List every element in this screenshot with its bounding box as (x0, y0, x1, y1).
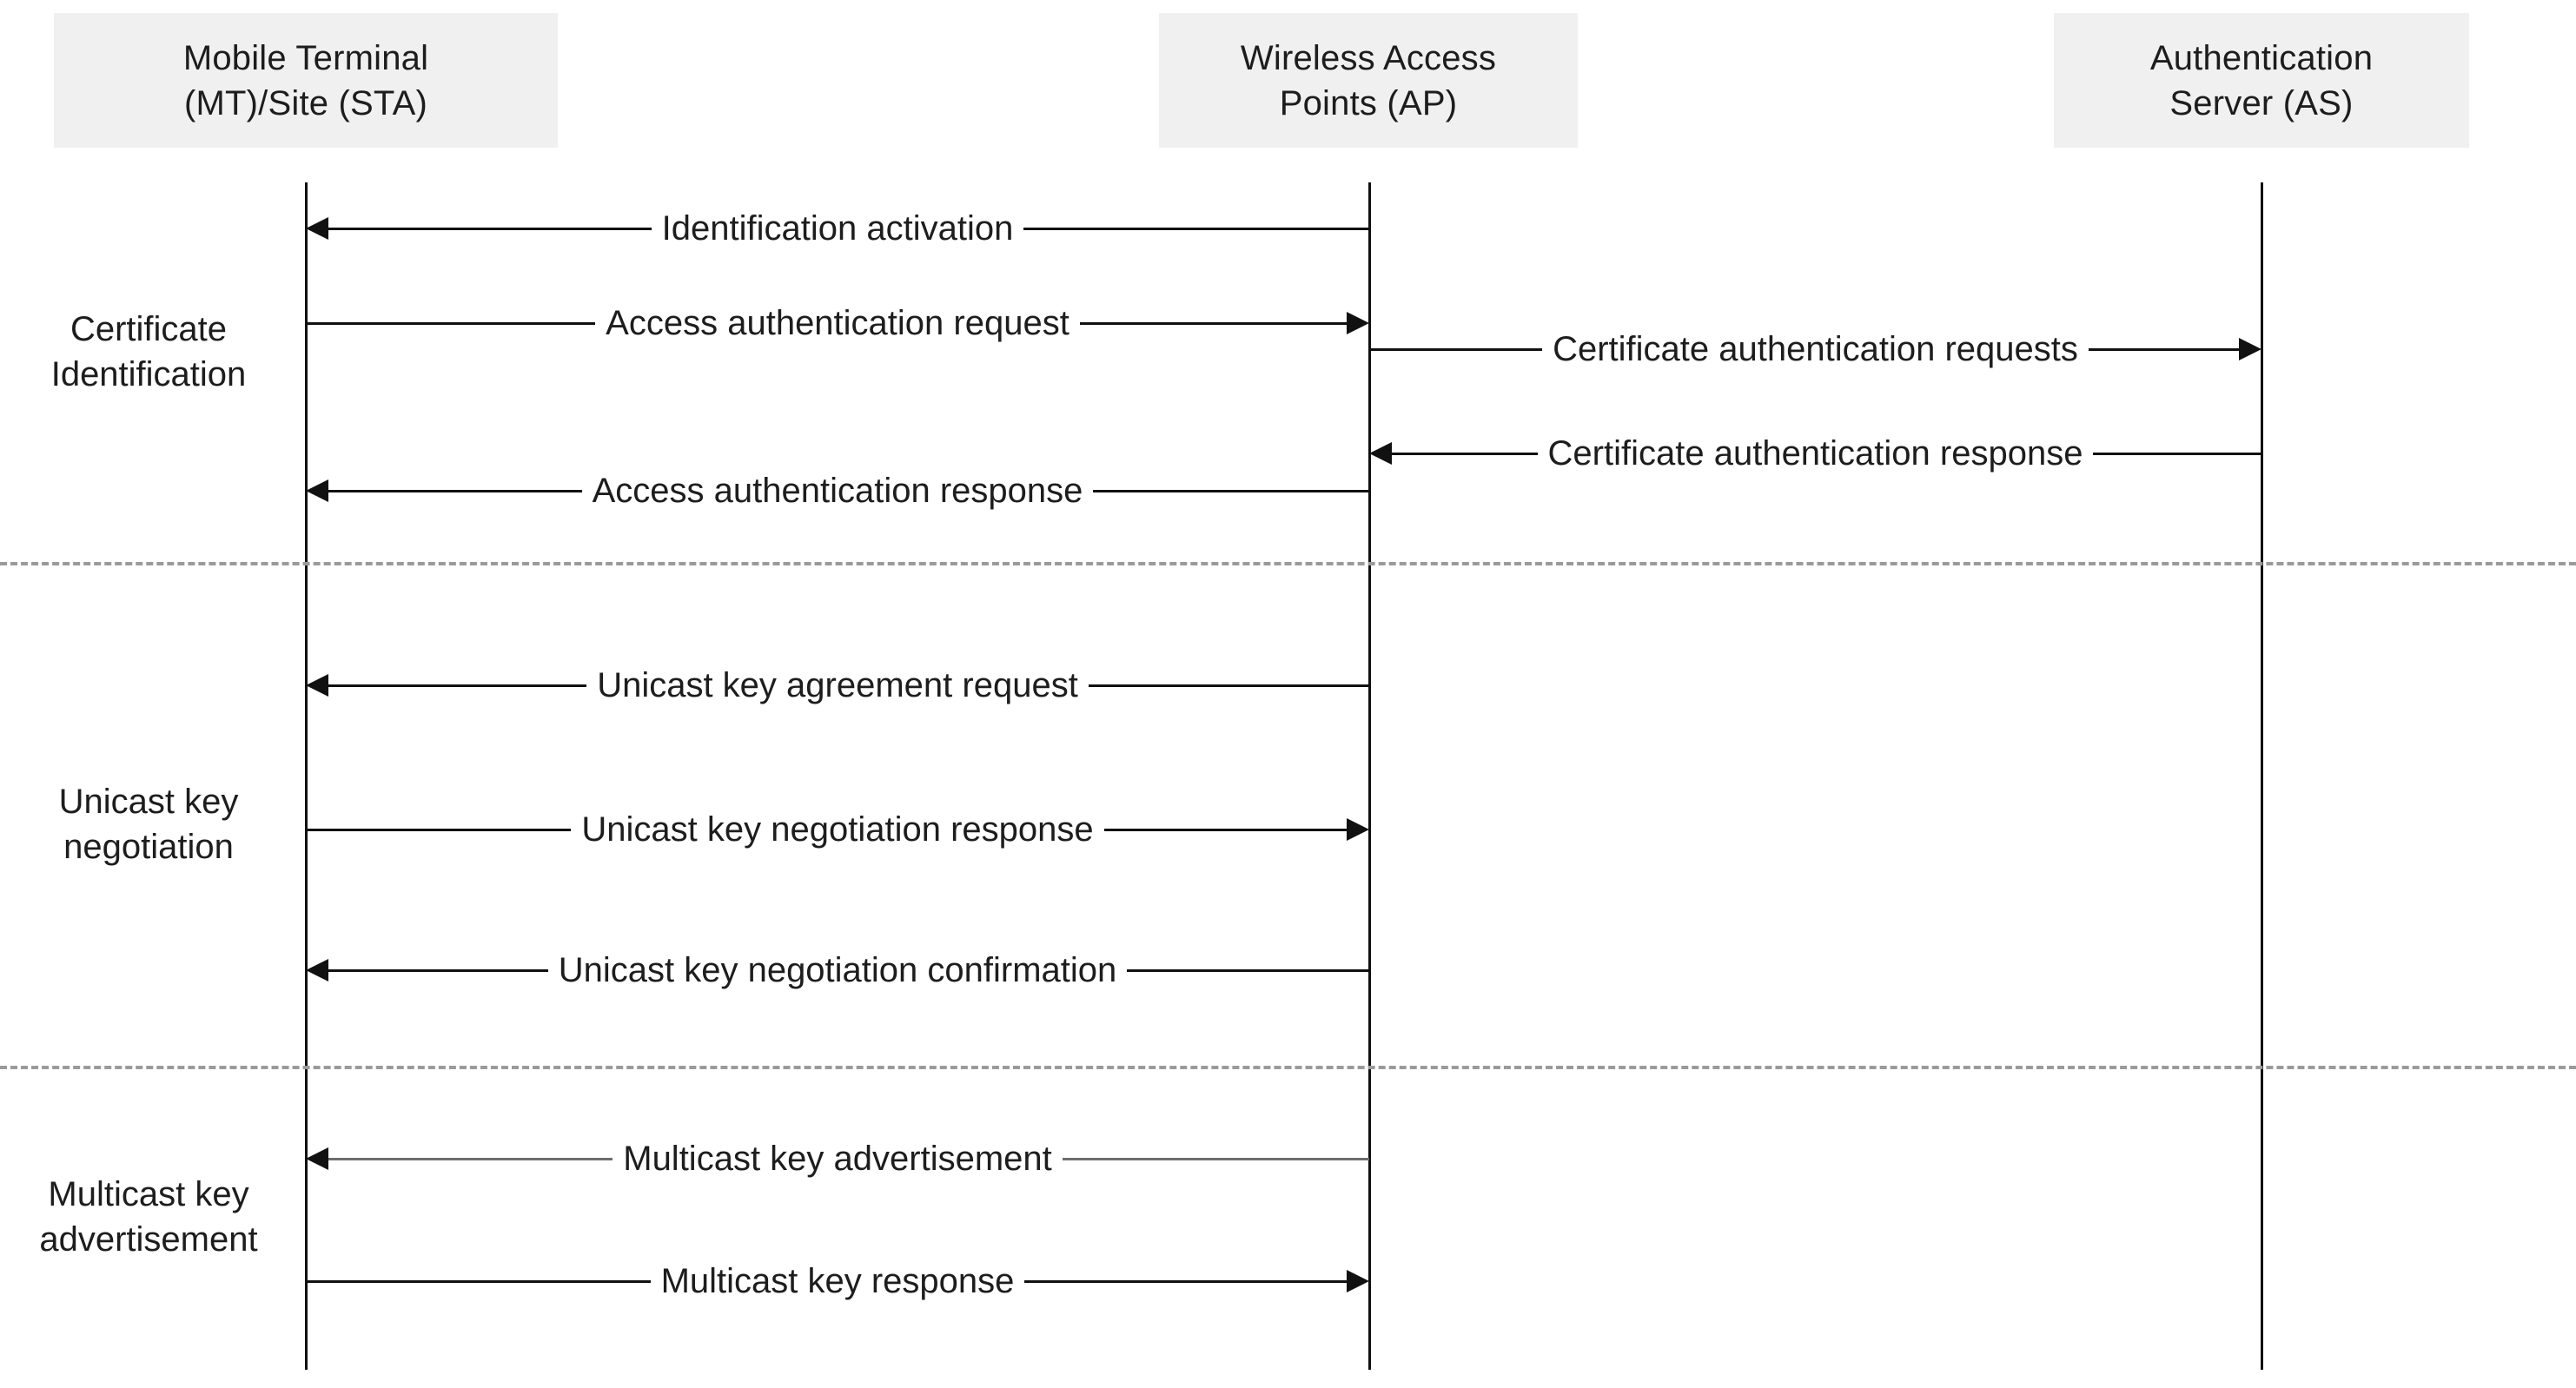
lifeline-authentication-server (2261, 182, 2263, 1370)
message-label: Access authentication request (595, 306, 1080, 340)
arrowhead-right (1347, 1270, 1369, 1292)
lifeline-mobile-terminal (305, 182, 308, 1370)
actor-header-mobile-terminal: Mobile Terminal (MT)/Site (STA) (54, 13, 558, 148)
message-line (1369, 348, 1543, 351)
message-line (1093, 490, 1369, 492)
phase-label-line2: advertisement (39, 1220, 258, 1259)
actor-header-wireless-access-points: Wireless Access Points (AP) (1159, 13, 1578, 148)
message-line (1103, 829, 1348, 831)
message-line (1088, 684, 1369, 687)
message-line (1390, 453, 1538, 455)
message-label: Identification activation (651, 211, 1024, 246)
message-line (1127, 969, 1369, 972)
arrowhead-right (2239, 338, 2261, 360)
arrowhead-right (1347, 818, 1369, 841)
message-line (306, 1280, 651, 1283)
actor-label-line2: Server (AS) (2169, 83, 2354, 122)
arrowhead-left (1369, 442, 1392, 465)
actor-label-line2: (MT)/Site (STA) (183, 83, 427, 122)
arrowhead-left (306, 479, 328, 502)
arrowhead-right (1347, 312, 1369, 334)
message-line (327, 490, 582, 492)
message-line (1023, 228, 1369, 230)
actor-label-line1: Authentication (2149, 38, 2374, 77)
phase-label-unicast-key-negotiation: Unicast key negotiation (0, 779, 297, 869)
phase-label-line2: negotiation (63, 828, 234, 866)
message-label: Unicast key negotiation confirmation (547, 953, 1128, 988)
message-label: Certificate authentication requests (1542, 332, 2089, 367)
phase-label-multicast-key-advertisement: Multicast key advertisement (0, 1172, 297, 1262)
message-line (2088, 348, 2241, 351)
message-line (327, 1158, 613, 1160)
message-line (1062, 1158, 1369, 1160)
message-line (327, 228, 652, 230)
message-line (1079, 322, 1348, 325)
phase-label-line1: Multicast key (48, 1175, 249, 1213)
actor-header-authentication-server: Authentication Server (AS) (2054, 13, 2469, 148)
message-line (2093, 453, 2261, 455)
arrowhead-left (306, 1147, 328, 1170)
message-label: Multicast key response (650, 1264, 1025, 1299)
message-line (327, 684, 587, 687)
phase-separator (0, 1066, 2576, 1069)
message-line (306, 322, 596, 325)
actor-label-line1: Wireless Access (1240, 38, 1497, 77)
phase-separator (0, 562, 2576, 565)
actor-label-line1: Mobile Terminal (182, 38, 429, 77)
lifeline-wireless-access-points (1368, 182, 1371, 1370)
message-label: Certificate authentication response (1537, 436, 2094, 471)
message-line (327, 969, 548, 972)
arrowhead-left (306, 674, 328, 697)
phase-label-line1: Unicast key (58, 783, 239, 821)
arrowhead-left (306, 959, 328, 982)
message-label: Unicast key agreement request (586, 668, 1089, 703)
message-line (306, 829, 572, 831)
phase-label-line2: Identification (50, 355, 247, 393)
arrowhead-left (306, 217, 328, 240)
message-line (1024, 1280, 1348, 1283)
phase-label-line1: Certificate (70, 310, 228, 348)
message-label: Unicast key negotiation response (571, 812, 1104, 847)
phase-label-certificate-identification: Certificate Identification (0, 307, 297, 397)
actor-label-line2: Points (AP) (1279, 83, 1458, 122)
message-label: Access authentication response (581, 473, 1094, 508)
message-label: Multicast key advertisement (613, 1141, 1063, 1176)
